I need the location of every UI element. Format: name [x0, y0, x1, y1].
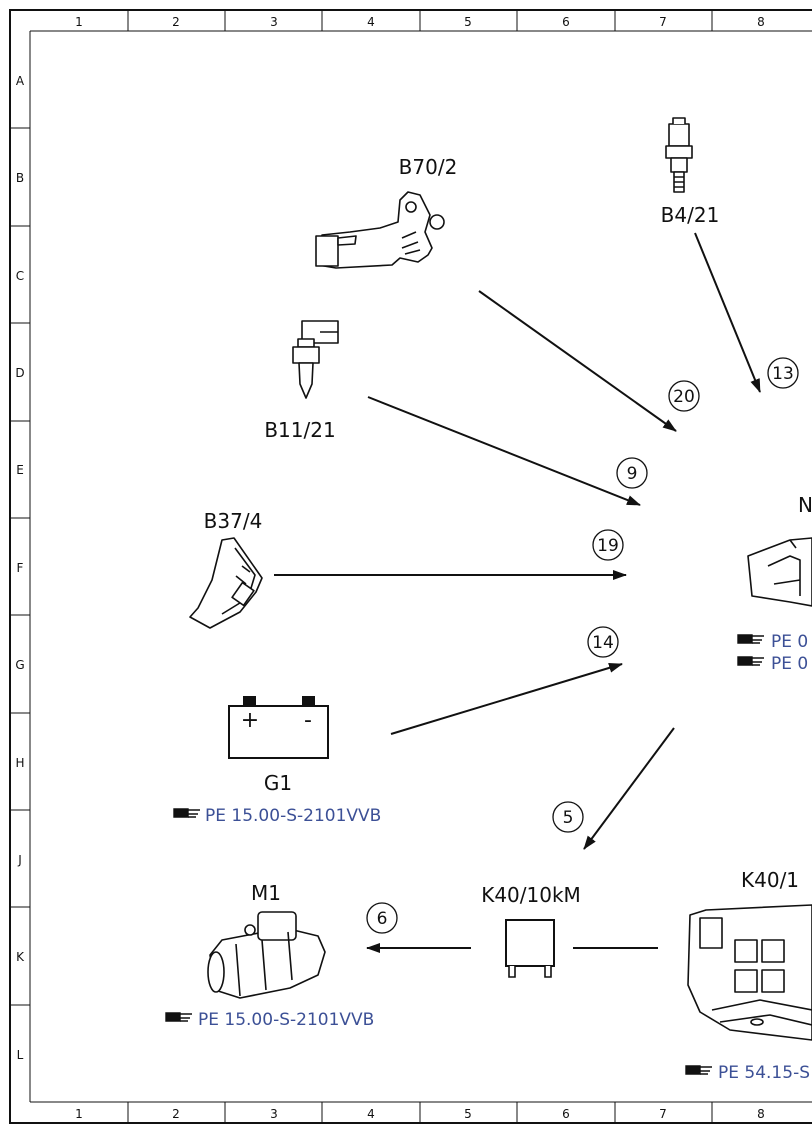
column-labels-top: 1 2 3 4 5 6 7 8 — [75, 15, 765, 29]
g1-ref-link[interactable]: PE 15.00-S-2101VVB — [173, 806, 381, 826]
m1-label: M1 — [251, 881, 281, 905]
grid-row-d: D — [15, 366, 24, 380]
grid-col-6: 6 — [562, 15, 570, 29]
k40-1-fusebox-drawing — [687, 904, 812, 1041]
arrow-g1-to-control-unit — [390, 662, 623, 735]
drawing-frame — [9, 9, 812, 1124]
g1-ref-text[interactable]: PE 15.00-S-2101VVB — [205, 806, 381, 826]
g1-battery-drawing — [228, 696, 329, 759]
control-unit-drawing — [747, 537, 812, 607]
grid-col-5-bottom: 5 — [464, 1107, 472, 1121]
b37-4-label: B37/4 — [204, 509, 263, 533]
grid-col-1-bottom: 1 — [75, 1107, 83, 1121]
connection-number-20: 20 — [673, 387, 695, 407]
grid-col-4-bottom: 4 — [367, 1107, 375, 1121]
grid-row-j: J — [17, 853, 22, 867]
control-unit-label: N — [798, 493, 812, 517]
k40-1-label: K40/1 — [741, 868, 799, 892]
control-unit-ref-text-2[interactable]: PE 0 — [771, 654, 808, 674]
connection-number-19: 19 — [597, 536, 619, 556]
b4-21-label: B4/21 — [661, 203, 720, 227]
control-unit-ref-link-1[interactable]: PE 0 — [737, 632, 808, 652]
grid-row-b: B — [16, 171, 24, 185]
marker-19-circle — [592, 529, 624, 561]
m1-ref-link[interactable]: PE 15.00-S-2101VVB — [165, 1010, 374, 1030]
battery-minus-sign: - — [304, 708, 312, 733]
marker-20-circle — [668, 380, 700, 412]
grid-col-3-bottom: 3 — [270, 1107, 278, 1121]
grid-col-7-bottom: 7 — [659, 1107, 667, 1121]
grid-col-2-bottom: 2 — [172, 1107, 180, 1121]
g1-label: G1 — [264, 771, 292, 795]
arrow-control-unit-to-k40-10km — [583, 727, 675, 850]
k40-1-ref-text[interactable]: PE 54.15-S — [718, 1063, 810, 1083]
m1-ref-text[interactable]: PE 15.00-S-2101VVB — [198, 1010, 374, 1030]
marker-9-circle — [616, 457, 648, 489]
grid-row-f: F — [17, 561, 24, 575]
battery-plus-sign: + — [241, 708, 259, 733]
grid-col-3: 3 — [270, 15, 278, 29]
grid-col-4: 4 — [367, 15, 375, 29]
connection-number-5: 5 — [563, 808, 574, 828]
marker-6-circle — [366, 902, 398, 934]
grid-row-a: A — [16, 74, 25, 88]
connection-number-9: 9 — [627, 464, 638, 484]
marker-13-circle — [767, 357, 799, 389]
pointing-hand-icon — [173, 808, 200, 818]
b70-2-sensor-drawing — [315, 191, 445, 269]
control-unit-ref-text-1[interactable]: PE 0 — [771, 632, 808, 652]
connection-numbers: 20 13 9 19 14 5 6 — [377, 364, 794, 929]
signal-arrows — [274, 232, 761, 953]
grid-col-8: 8 — [757, 15, 765, 29]
k40-10km-label: K40/10kM — [481, 883, 581, 907]
marker-5-circle — [552, 801, 584, 833]
arrow-b70-2-to-control-unit — [478, 290, 677, 432]
pointing-hand-icon — [685, 1065, 712, 1075]
arrow-b4-21-to-control-unit — [694, 232, 761, 393]
b4-21-sensor-drawing — [665, 117, 693, 193]
row-labels: A B C D E F G H J K L — [15, 74, 25, 1062]
grid-col-7: 7 — [659, 15, 667, 29]
grid-row-c: C — [16, 269, 24, 283]
grid-col-5: 5 — [464, 15, 472, 29]
row-dividers — [10, 127, 30, 1006]
connection-number-6: 6 — [377, 909, 388, 929]
b11-21-sensor-drawing — [292, 320, 339, 399]
grid-row-k: K — [16, 950, 25, 964]
connection-number-13: 13 — [772, 364, 794, 384]
grid-col-1: 1 — [75, 15, 83, 29]
grid-col-2: 2 — [172, 15, 180, 29]
grid-row-e: E — [16, 463, 24, 477]
pointing-hand-icon — [737, 656, 764, 666]
grid-col-8-bottom: 8 — [757, 1107, 765, 1121]
grid-row-g: G — [15, 658, 24, 672]
grid-col-6-bottom: 6 — [562, 1107, 570, 1121]
b70-2-label: B70/2 — [399, 155, 458, 179]
column-dividers — [127, 10, 713, 1123]
arrow-b11-21-to-control-unit — [367, 396, 641, 506]
marker-14-circle — [587, 626, 619, 658]
b11-21-label: B11/21 — [264, 418, 335, 442]
control-unit-ref-link-2[interactable]: PE 0 — [737, 654, 808, 674]
connection-markers — [366, 357, 799, 934]
k40-1-ref-link[interactable]: PE 54.15-S — [685, 1063, 810, 1083]
grid-row-h: H — [15, 756, 24, 770]
k40-10km-relay-drawing — [505, 919, 555, 978]
pointing-hand-icon — [165, 1012, 192, 1022]
grid-row-l: L — [17, 1048, 24, 1062]
m1-starter-drawing — [207, 911, 326, 999]
connection-number-14: 14 — [592, 633, 614, 653]
column-labels-bottom: 1 2 3 4 5 6 7 8 — [75, 1107, 765, 1121]
pointing-hand-icon — [737, 634, 764, 644]
b37-4-pedal-drawing — [189, 537, 263, 629]
